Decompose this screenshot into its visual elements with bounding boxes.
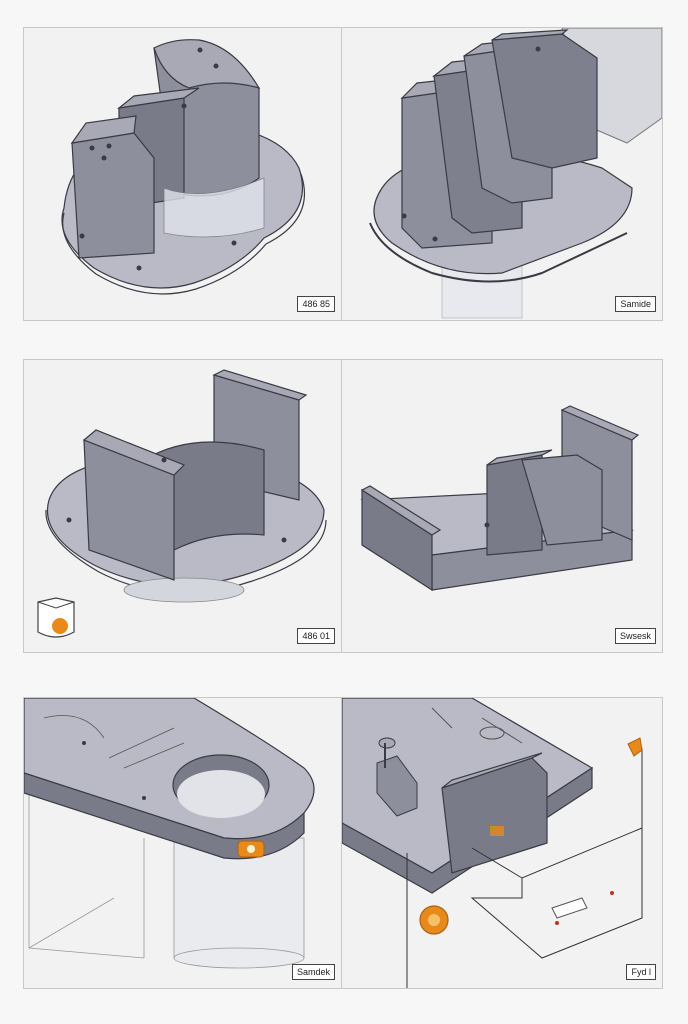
cad-render-6 [342, 698, 643, 988]
panel-label: Fyd l [626, 964, 656, 980]
cad-render-5 [24, 698, 315, 969]
panel-2: Samide [341, 27, 663, 321]
panel-4: Swsesk [341, 359, 663, 653]
panel-1: 486 85 [23, 27, 342, 321]
cad-render-1 [61, 39, 305, 295]
panel-label: Samide [615, 296, 656, 312]
cad-render-2 [369, 28, 662, 319]
panel-label: 486 01 [297, 628, 335, 644]
orange-marker-icon [627, 737, 643, 757]
panel-label: 486 85 [297, 296, 335, 312]
panel-3: 486 01 [23, 359, 342, 653]
panel-5: Samdek [23, 697, 342, 989]
panel-label: Samdek [291, 964, 335, 980]
product-icon [37, 597, 75, 638]
panel-label: Swsesk [614, 628, 656, 644]
orange-gear-icon [419, 905, 449, 935]
orange-part-icon [237, 840, 265, 858]
cad-render-3 [45, 369, 327, 603]
panel-6: Fyd l [341, 697, 663, 989]
cad-render-4 [360, 405, 640, 592]
